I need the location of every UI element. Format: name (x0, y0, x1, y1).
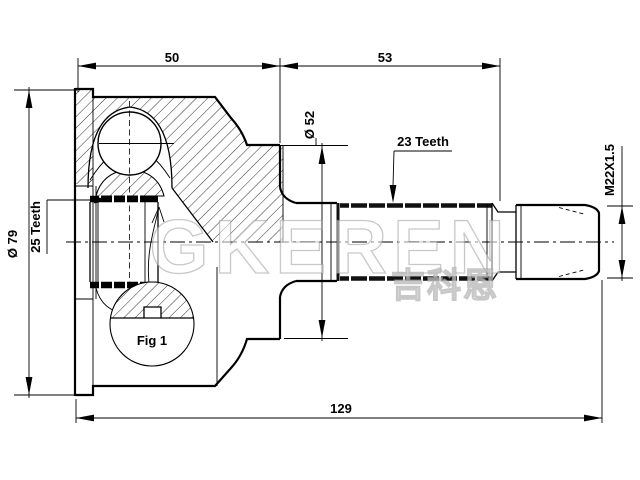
dim-dia79-label: Ø 79 (5, 230, 20, 258)
arrow-thread-bottom (618, 260, 626, 278)
housing-profile-top (75, 87, 280, 147)
teeth23-leader (392, 150, 395, 187)
arrow-129-left (76, 414, 94, 422)
outer-race-web-edge (171, 187, 214, 243)
arrow-thread-top (618, 206, 626, 224)
shaft-groove (491, 202, 516, 282)
dimensions: 50 53 129 Ø 79 Ø 52 M22X1.5 23 Teeth (5, 50, 633, 423)
detail-leader-open-arrow (151, 206, 165, 224)
arrow-dia52-top (318, 146, 326, 164)
thread-runout-dashed-bottom (558, 269, 585, 277)
inner-spline-teeth-label: 25 Teeth (28, 201, 43, 253)
thread-spec-label: M22X1.5 (602, 144, 617, 196)
detail-leader-curve (147, 206, 160, 284)
shaft-spline-teeth-label: 23 Teeth (397, 134, 449, 149)
arrow-53-left (280, 62, 298, 70)
stub-shaft (296, 201, 601, 283)
arrow-teeth25 (94, 196, 112, 204)
dim-dia52-label: Ø 52 (302, 111, 317, 139)
watermark-cjk-text: 吉科恩 (391, 267, 499, 305)
arrow-dia79-top (25, 90, 33, 108)
housing-fillet-bottom (278, 279, 297, 298)
watermark: GKEREN 吉科恩 (149, 204, 510, 305)
detail-figure-label: Fig 1 (137, 333, 167, 348)
housing-wall-hatch (88, 97, 283, 242)
arrow-dia52-bottom (318, 320, 326, 338)
dim-53-label: 53 (378, 50, 392, 65)
housing-rim-hatch (75, 89, 93, 184)
watermark-brand-text: GKEREN (149, 205, 510, 290)
arrow-53-right (482, 62, 500, 70)
housing-profile-bottom (75, 337, 280, 397)
detail-balloon: Fig 1 (109, 206, 195, 367)
arrow-50-left (78, 62, 96, 70)
inner-race-assembly (89, 101, 174, 316)
arrow-teeth23 (389, 185, 397, 203)
dim-129-label: 129 (330, 401, 352, 416)
detail-groove-notch (143, 306, 162, 318)
shaft-spline-tick-marks (349, 203, 477, 281)
arrow-129-right (584, 414, 602, 422)
outer-race-track-arc (87, 106, 173, 189)
detail-groove-hatch (110, 282, 194, 318)
housing-fillet-top (278, 186, 297, 205)
arrow-50-right (262, 62, 280, 70)
dim-50-label: 50 (165, 50, 179, 65)
arrow-dia79-bottom (25, 377, 33, 395)
thread-runout-dashed-top (558, 207, 585, 215)
